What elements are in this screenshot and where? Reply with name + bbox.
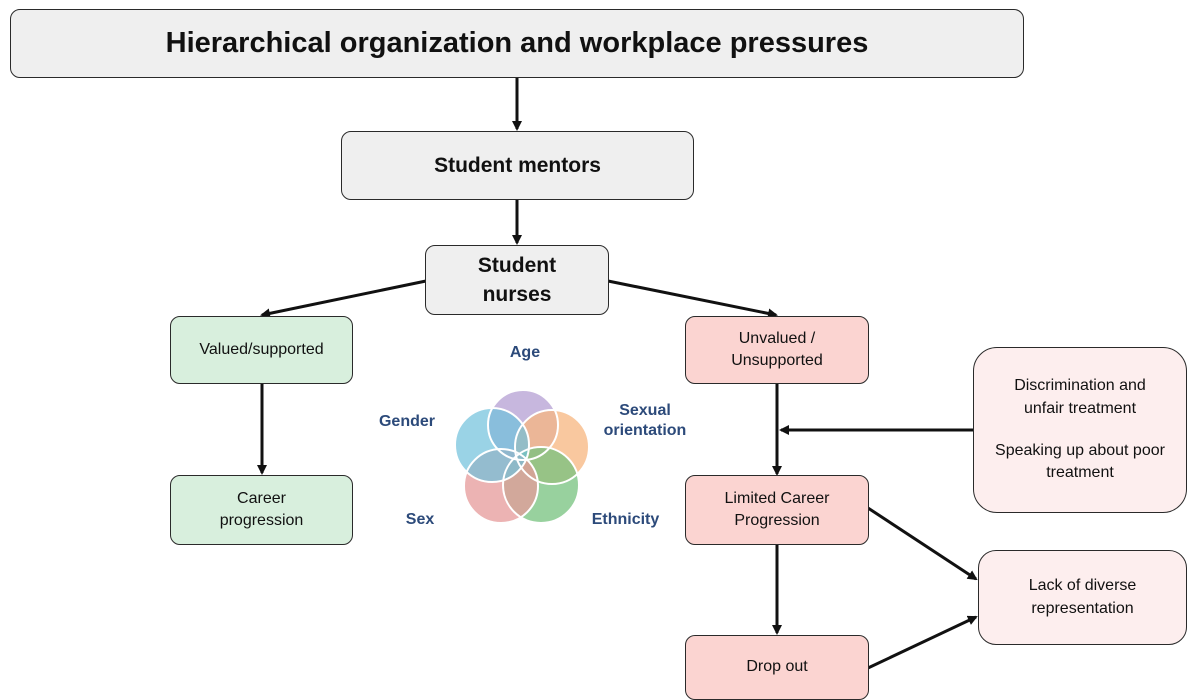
arrow-nurses-to-unvalued <box>607 279 778 319</box>
hierarchical-organization-box: Hierarchical organization and workplace … <box>10 9 1024 78</box>
lack-of-diverse-representation-box: Lack of diverse representation <box>978 550 1187 645</box>
limited-career-progression-label: Limited Career Progression <box>724 489 830 529</box>
speaking-up-label: Speaking up about poor treatment <box>995 442 1165 482</box>
drop-out-box: Drop out <box>685 635 869 700</box>
age-label: Age <box>509 344 541 361</box>
career-progression-box: Career progression <box>170 475 353 545</box>
discrimination-box: Discrimination and unfair treatment Spea… <box>973 347 1187 513</box>
limited-career-progression-box: Limited Career Progression <box>685 475 869 545</box>
lack-of-diverse-representation-label: Lack of diverse representation <box>1028 577 1137 617</box>
valued-supported-box: Valued/supported <box>170 316 353 384</box>
student-nurses-label: Student nurses <box>477 253 557 306</box>
valued-supported-label: Valued/supported <box>199 340 324 358</box>
hierarchical-organization-label: Hierarchical organization and workplace … <box>165 27 869 60</box>
student-mentors-box: Student mentors <box>341 131 694 200</box>
identity-venn-diagram <box>454 389 590 524</box>
arrow-dropout-to-lack <box>867 615 978 670</box>
career-progression-label: Career progression <box>219 489 304 529</box>
student-nurses-box: Student nurses <box>425 245 609 315</box>
sexual-orientation-label: Sexual orientation <box>603 402 687 439</box>
gender-label: Gender <box>378 413 435 430</box>
unvalued-unsupported-box: Unvalued / Unsupported <box>685 316 869 384</box>
drop-out-label: Drop out <box>746 658 808 676</box>
unvalued-unsupported-label: Unvalued / Unsupported <box>731 329 823 369</box>
discrimination-label: Discrimination and unfair treatment <box>1014 377 1146 417</box>
ethnicity-label: Ethnicity <box>591 511 660 528</box>
arrow-nurses-to-valued <box>260 279 427 319</box>
arrow-limited-to-lack <box>867 506 978 581</box>
student-mentors-label: Student mentors <box>434 153 601 177</box>
sex-label: Sex <box>405 511 435 528</box>
